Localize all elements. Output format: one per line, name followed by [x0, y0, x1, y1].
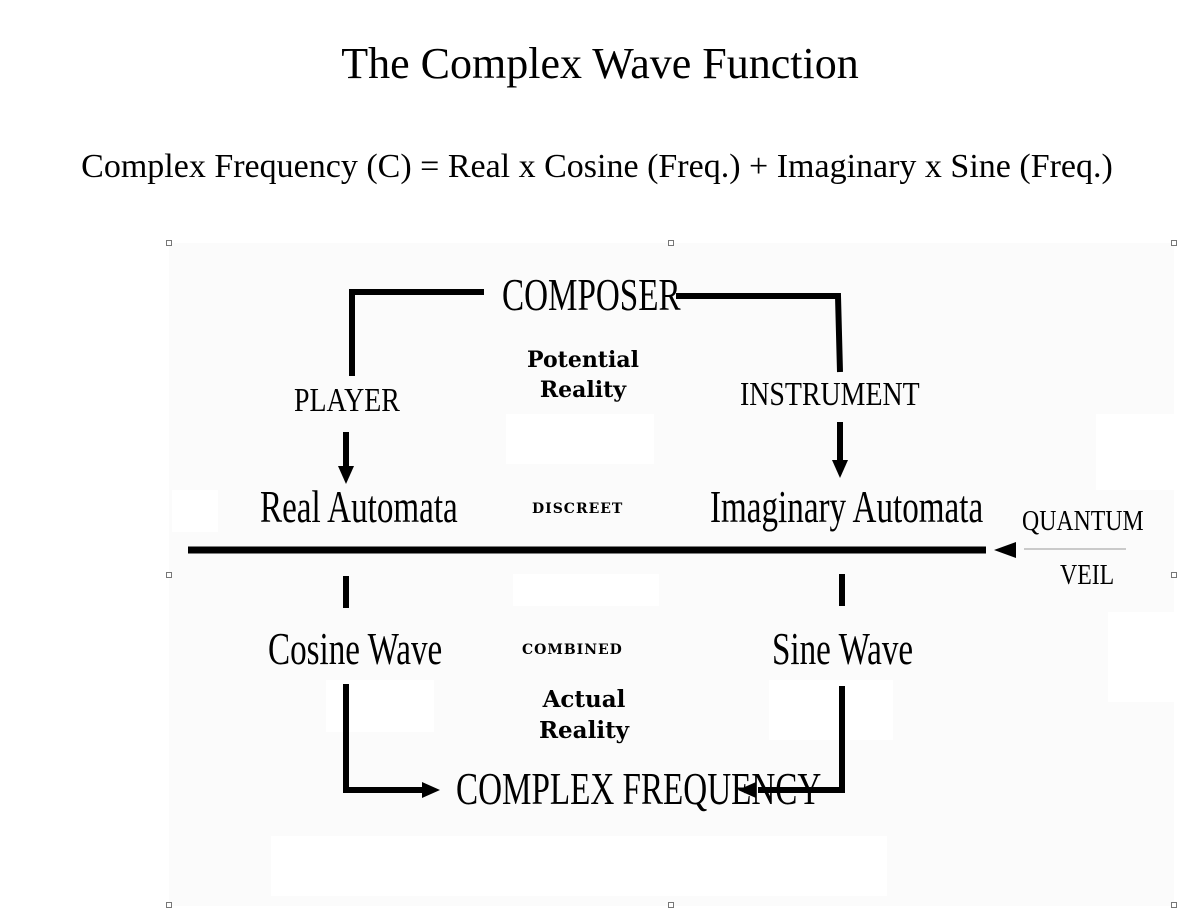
veil-label: VEIL: [1060, 560, 1115, 591]
arrow-left-icon: [994, 542, 1016, 558]
image-patch: [271, 836, 887, 896]
actual-text: Actual: [542, 686, 626, 713]
formula: Complex Frequency (C) = Real x Cosine (F…: [81, 148, 1113, 185]
image-patch: [506, 414, 654, 464]
resize-handle[interactable]: [1171, 240, 1177, 246]
resize-handle[interactable]: [1171, 572, 1177, 578]
actual-reality-label: Actual Reality: [514, 684, 654, 746]
connector-sine-complex: [758, 686, 845, 793]
resize-handle[interactable]: [166, 240, 172, 246]
quantum-label: QUANTUM: [1022, 506, 1144, 537]
cosine-wave-label: Cosine Wave: [268, 623, 443, 674]
reality-top-text: Reality: [539, 376, 627, 403]
image-patch: [1096, 414, 1174, 490]
connector-composer-player: [349, 289, 484, 376]
imaginary-automata-label: Imaginary Automata: [710, 481, 984, 532]
page-title: The Complex Wave Function: [341, 39, 859, 88]
arrow-down-icon: [832, 460, 848, 478]
reality-bottom-text: Reality: [538, 717, 630, 745]
diagram-frame[interactable]: [169, 243, 1174, 906]
instrument-label: INSTRUMENT: [740, 376, 920, 413]
connector-composer-instrument: [676, 293, 843, 373]
image-patch: [513, 574, 659, 606]
discreet-label: DISCREET: [532, 501, 624, 517]
arrow-left-icon: [738, 782, 756, 798]
sine-wave-label: Sine Wave: [772, 623, 914, 674]
real-automata-label: Real Automata: [260, 481, 458, 532]
combined-label: COMBINED: [522, 642, 623, 658]
potential-reality-label: Potential Reality: [514, 346, 652, 405]
player-label: PLAYER: [294, 382, 400, 419]
potential-text: Potential: [527, 347, 639, 373]
arrow-right-icon: [422, 782, 440, 798]
complex-frequency-label: COMPLEX FREQUENCY: [456, 763, 822, 814]
composer-label: COMPOSER: [502, 269, 681, 320]
arrow-down-icon: [338, 466, 354, 484]
resize-handle[interactable]: [668, 240, 674, 246]
image-patch: [1108, 612, 1174, 702]
image-patch: [172, 490, 218, 532]
connector-cosine-complex: [343, 684, 424, 793]
resize-handle[interactable]: [166, 572, 172, 578]
image-patch: [769, 680, 893, 740]
